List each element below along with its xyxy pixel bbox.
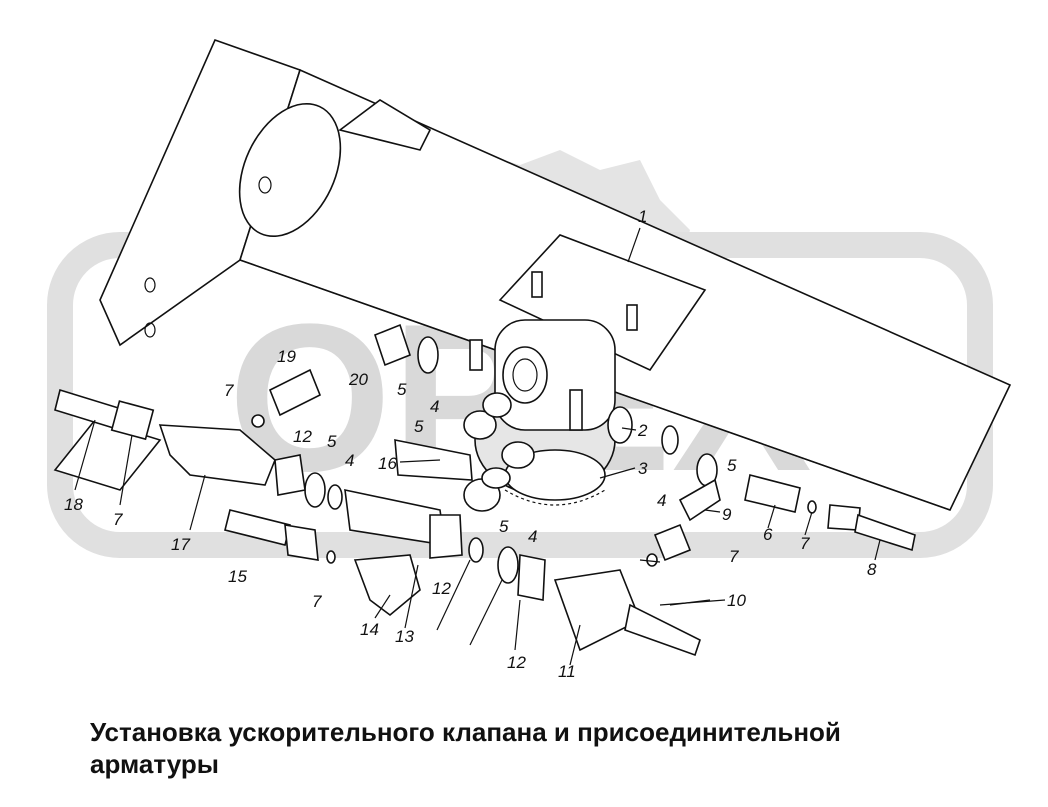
rings [251, 336, 817, 584]
figure-caption: Установка ускорительного клапана и присо… [90, 716, 990, 780]
caption-line-2: арматуры [90, 749, 219, 779]
callout-7b: 7 [113, 510, 123, 529]
accelerator-valve [469, 234, 707, 506]
callout-14: 14 [360, 620, 379, 639]
callout-labels: 1 2 3 4 4 4 4 5 5 5 5 5 6 7 7 7 7 7 8 9 … [64, 207, 877, 681]
callout-15: 15 [228, 567, 247, 586]
callout-9: 9 [722, 505, 732, 524]
callout-12b: 12 [432, 579, 451, 598]
callout-18: 18 [64, 495, 83, 514]
callout-4c: 4 [528, 527, 537, 546]
callout-3: 3 [638, 459, 648, 478]
assembly-diagram: OPEX [47, 38, 1012, 681]
leader-lines [74, 227, 881, 666]
callout-11: 11 [558, 662, 576, 681]
callout-13: 13 [395, 627, 414, 646]
callout-7e: 7 [800, 534, 810, 553]
callout-5a: 5 [397, 380, 407, 399]
callout-12a: 12 [293, 427, 312, 446]
callout-1: 1 [638, 207, 647, 226]
callout-5d: 5 [499, 517, 509, 536]
callout-4a: 4 [430, 397, 439, 416]
callout-5c: 5 [327, 432, 337, 451]
callout-2: 2 [637, 421, 648, 440]
callout-4b: 4 [345, 451, 354, 470]
fittings [54, 323, 916, 657]
callout-7d: 7 [729, 547, 739, 566]
callout-5e: 5 [727, 456, 737, 475]
callout-19: 19 [277, 347, 296, 366]
callout-7c: 7 [312, 592, 322, 611]
callout-8: 8 [867, 560, 877, 579]
callout-16: 16 [378, 454, 397, 473]
caption-line-1: Установка ускорительного клапана и присо… [90, 717, 841, 747]
callout-12c: 12 [507, 653, 526, 672]
callout-6: 6 [763, 525, 773, 544]
callout-5b: 5 [414, 417, 424, 436]
callout-7a: 7 [224, 381, 234, 400]
callout-10: 10 [727, 591, 746, 610]
callout-20: 20 [348, 370, 368, 389]
callout-4d: 4 [657, 491, 666, 510]
callout-17: 17 [171, 535, 190, 554]
